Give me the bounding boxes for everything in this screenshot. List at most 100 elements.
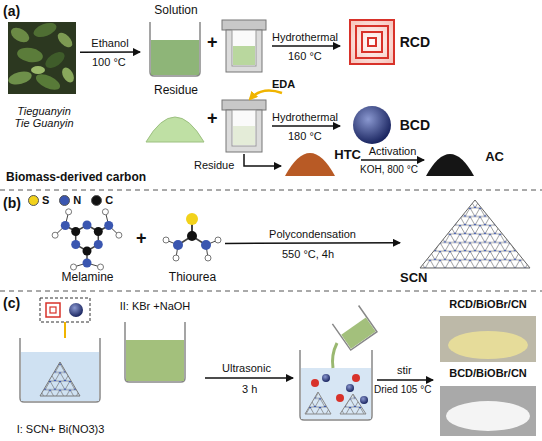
melamine-molecule bbox=[61, 221, 70, 230]
carbon-dot-inset bbox=[69, 303, 83, 317]
autoclave bbox=[233, 126, 255, 145]
legend-swatch bbox=[59, 195, 70, 206]
carbon-dot-inset bbox=[40, 298, 90, 322]
melamine-molecule bbox=[94, 227, 103, 236]
mixing-beaker bbox=[301, 368, 371, 419]
flow-arrow bbox=[361, 159, 424, 161]
node-label: II: KBr +NaOH bbox=[120, 300, 191, 313]
htc-pile bbox=[285, 153, 335, 176]
beaker-two bbox=[125, 322, 185, 382]
node-label: AC bbox=[485, 150, 504, 165]
mixing-beaker bbox=[305, 392, 331, 414]
panel-divider bbox=[0, 291, 542, 292]
node-label: Tieguanyin bbox=[17, 105, 71, 118]
tea-leaves-photo bbox=[8, 25, 31, 45]
product-photo bbox=[440, 316, 536, 362]
atom-legend: SNC bbox=[28, 194, 123, 206]
process-node: TieguanyinTie Guanyin bbox=[8, 22, 80, 130]
melamine-molecule bbox=[83, 259, 92, 268]
node-label: RCD bbox=[400, 34, 430, 50]
mixing-beaker bbox=[352, 374, 360, 382]
thiourea-molecule bbox=[173, 255, 179, 261]
text-label: Hydrothermal bbox=[272, 31, 338, 44]
edge-label: Activation bbox=[369, 145, 417, 158]
process-node: Solution bbox=[140, 4, 212, 78]
legend-swatch bbox=[91, 195, 102, 206]
process-node: SCN bbox=[400, 196, 535, 286]
product-photo bbox=[446, 401, 530, 431]
text-label: 160 °C bbox=[288, 50, 322, 63]
solution-beaker bbox=[151, 40, 199, 75]
node-label: Tie Guanyin bbox=[14, 117, 73, 130]
bcd-sphere bbox=[353, 106, 391, 144]
rcd-square bbox=[350, 20, 394, 64]
rcd-square bbox=[362, 32, 382, 52]
legend-swatch bbox=[28, 195, 39, 206]
text-label: KOH, 800 °C bbox=[360, 164, 418, 176]
text-label: 550 °C, 4h bbox=[282, 248, 334, 261]
product-photo bbox=[448, 331, 528, 359]
autoclave bbox=[232, 30, 256, 66]
node-label: Solution bbox=[154, 4, 197, 18]
melamine-molecule bbox=[52, 209, 122, 270]
legend-item: N bbox=[59, 194, 81, 206]
thiourea-molecule bbox=[215, 237, 221, 243]
product-photo bbox=[440, 386, 536, 436]
melamine-molecule bbox=[71, 240, 80, 249]
node-label: BCD/BiOBr/CN bbox=[449, 367, 527, 380]
edge-label: Ethanol bbox=[91, 37, 128, 50]
tea-leaves-photo bbox=[55, 30, 75, 50]
autoclave bbox=[222, 100, 266, 152]
autoclave bbox=[226, 110, 262, 152]
product-photo bbox=[440, 386, 536, 436]
process-node: II: KBr +NaOH bbox=[110, 300, 200, 388]
mixing-beaker bbox=[346, 384, 354, 392]
thiourea-molecule bbox=[186, 213, 198, 225]
tea-leaves-photo bbox=[43, 49, 68, 71]
legend-text: N bbox=[73, 194, 81, 206]
process-node: BCD/BiOBr/CN bbox=[436, 367, 540, 438]
eda-arrow bbox=[250, 91, 282, 99]
process-arrow bbox=[205, 377, 293, 379]
text-label: stir bbox=[397, 364, 412, 377]
autoclave bbox=[226, 30, 262, 72]
node-label: RCD/BiOBr/CN bbox=[449, 298, 527, 311]
melamine-molecule bbox=[71, 227, 80, 236]
node-label: BCD bbox=[400, 117, 430, 133]
autoclave bbox=[232, 110, 256, 146]
melamine-molecule bbox=[83, 221, 92, 230]
process-node: I: SCN+ Bi(NO3)3 bbox=[8, 336, 113, 436]
beaker-one bbox=[21, 352, 99, 401]
beaker-two bbox=[125, 322, 185, 382]
legend-item: C bbox=[91, 194, 113, 206]
process-node: Residue bbox=[140, 84, 212, 142]
mixing-beaker bbox=[336, 394, 344, 402]
panel-divider bbox=[0, 190, 542, 191]
rcd-square bbox=[356, 26, 388, 58]
text-label: (a) bbox=[3, 3, 20, 19]
pouring-beaker bbox=[332, 306, 377, 351]
rcd-square bbox=[350, 20, 394, 64]
melamine-molecule bbox=[104, 221, 113, 230]
autoclave bbox=[233, 46, 255, 65]
solution-beaker bbox=[150, 22, 200, 76]
node-label: Melamine bbox=[61, 271, 113, 285]
text-label: Ultrasonic bbox=[222, 362, 271, 375]
melamine-molecule bbox=[52, 232, 58, 238]
process-arrow bbox=[272, 45, 340, 47]
thiourea-molecule bbox=[163, 213, 221, 261]
scn-network bbox=[420, 200, 530, 268]
text-label: (b) bbox=[3, 195, 21, 211]
ac-pile bbox=[426, 154, 474, 176]
mixing-beaker bbox=[300, 350, 372, 420]
pouring-beaker bbox=[332, 306, 377, 351]
autoclave bbox=[222, 20, 266, 30]
tea-leaves-photo bbox=[16, 46, 44, 64]
thiourea-molecule bbox=[173, 240, 183, 250]
melamine-molecule bbox=[71, 264, 77, 270]
thiourea-molecule bbox=[201, 240, 211, 250]
mixing-beaker bbox=[360, 396, 368, 404]
carbon-dot-inset bbox=[40, 298, 90, 322]
text-label: (c) bbox=[3, 295, 20, 311]
mixing-beaker bbox=[311, 379, 319, 387]
